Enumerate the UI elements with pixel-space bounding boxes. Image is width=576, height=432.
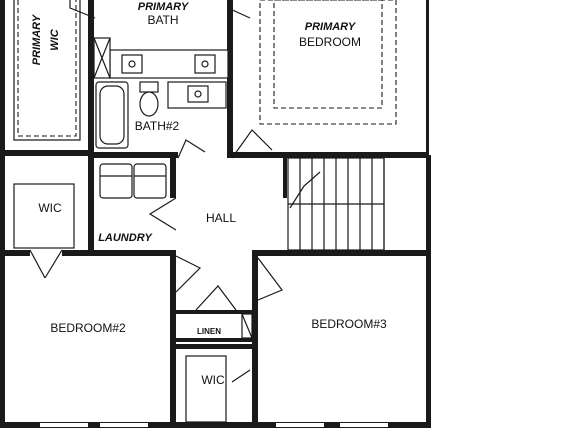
primary-wic-shelving bbox=[13, 0, 81, 141]
wall-wic-bottom-top bbox=[176, 344, 252, 349]
wic-left-label: WIC bbox=[38, 201, 62, 215]
wall-bedroom3-top bbox=[258, 250, 430, 256]
wall-bedroom3-left bbox=[252, 250, 258, 428]
door-swing-icon bbox=[175, 255, 202, 293]
windows bbox=[40, 423, 388, 427]
primary-bedroom-label-1: PRIMARY bbox=[305, 21, 357, 33]
door-swing-icon bbox=[69, 0, 96, 19]
wic-left-shelving bbox=[13, 183, 75, 279]
door-swing-icon bbox=[227, 0, 251, 19]
wall-wic-bath bbox=[88, 0, 94, 156]
door-swing-icon bbox=[231, 129, 273, 159]
bath2-label: BATH#2 bbox=[135, 119, 180, 133]
bedroom3-label: BEDROOM#3 bbox=[311, 317, 387, 331]
toilet-tank-icon bbox=[139, 81, 159, 93]
laundry-appliances bbox=[99, 163, 167, 199]
linen-closet bbox=[241, 313, 253, 339]
door-swing-icon bbox=[257, 257, 283, 301]
wall-linen-bottom bbox=[176, 338, 252, 342]
outer-wall-left bbox=[0, 0, 5, 428]
wall-laundry-hall bbox=[170, 158, 176, 198]
wall-wic-bottom-left bbox=[0, 250, 30, 256]
wall-stair-left bbox=[283, 158, 287, 198]
wic-bottom-shelving bbox=[185, 355, 227, 423]
outer-wall-right bbox=[426, 155, 431, 428]
walls bbox=[0, 0, 431, 428]
primary-bath-label-1: PRIMARY bbox=[138, 1, 190, 13]
wall-wic-bottom bbox=[0, 150, 94, 156]
linen-label: LINEN bbox=[197, 327, 221, 336]
door-swing-icon bbox=[231, 369, 251, 383]
laundry-label: LAUNDRY bbox=[98, 232, 153, 244]
wall-bedroom-bottom-b bbox=[283, 152, 429, 158]
bathtub-icon bbox=[95, 81, 129, 149]
wall-linen-top bbox=[176, 310, 252, 314]
primary-bath-fixtures bbox=[69, 0, 251, 79]
bedroom2-label: BEDROOM#2 bbox=[50, 321, 126, 335]
primary-wic-label-1: PRIMARY bbox=[31, 13, 43, 65]
door-swing-icon bbox=[177, 139, 206, 159]
stairs bbox=[287, 157, 385, 251]
sink-icon bbox=[194, 54, 216, 74]
wall-laundry-bottom bbox=[62, 250, 176, 256]
wall-bath-bedroom bbox=[227, 0, 233, 158]
toilet-icon bbox=[139, 91, 159, 117]
door-swing-icon bbox=[29, 249, 63, 279]
wall-bedroom2-right bbox=[170, 250, 176, 428]
washer-icon bbox=[99, 163, 133, 199]
stair-arrow-icon bbox=[289, 171, 321, 209]
sink-icon bbox=[187, 85, 209, 103]
room-labels: PRIMARY BATH PRIMARY BEDROOM PRIMARY WIC… bbox=[31, 1, 387, 387]
hall-door-swings bbox=[148, 129, 283, 383]
primary-bedroom-label-2: BEDROOM bbox=[299, 35, 361, 49]
primary-bedroom-tray bbox=[259, 0, 397, 125]
dryer-icon bbox=[133, 163, 167, 199]
hall-label: HALL bbox=[206, 211, 236, 225]
outer-wall-right-upper bbox=[426, 0, 429, 158]
door-swing-icon bbox=[148, 197, 177, 231]
wall-bedroom-bottom-a bbox=[233, 152, 283, 158]
wall-bath-bottom bbox=[94, 152, 178, 158]
wic-bottom-label: WIC bbox=[201, 373, 225, 387]
primary-bath-label-2: BATH bbox=[147, 13, 178, 27]
primary-wic-label-2: WIC bbox=[49, 28, 61, 50]
bath2-fixtures bbox=[95, 81, 227, 149]
door-swing-icon bbox=[195, 285, 237, 311]
outer-wall-bottom bbox=[0, 422, 430, 428]
wall-laundry-wic bbox=[88, 156, 94, 254]
sink-icon bbox=[121, 54, 143, 74]
